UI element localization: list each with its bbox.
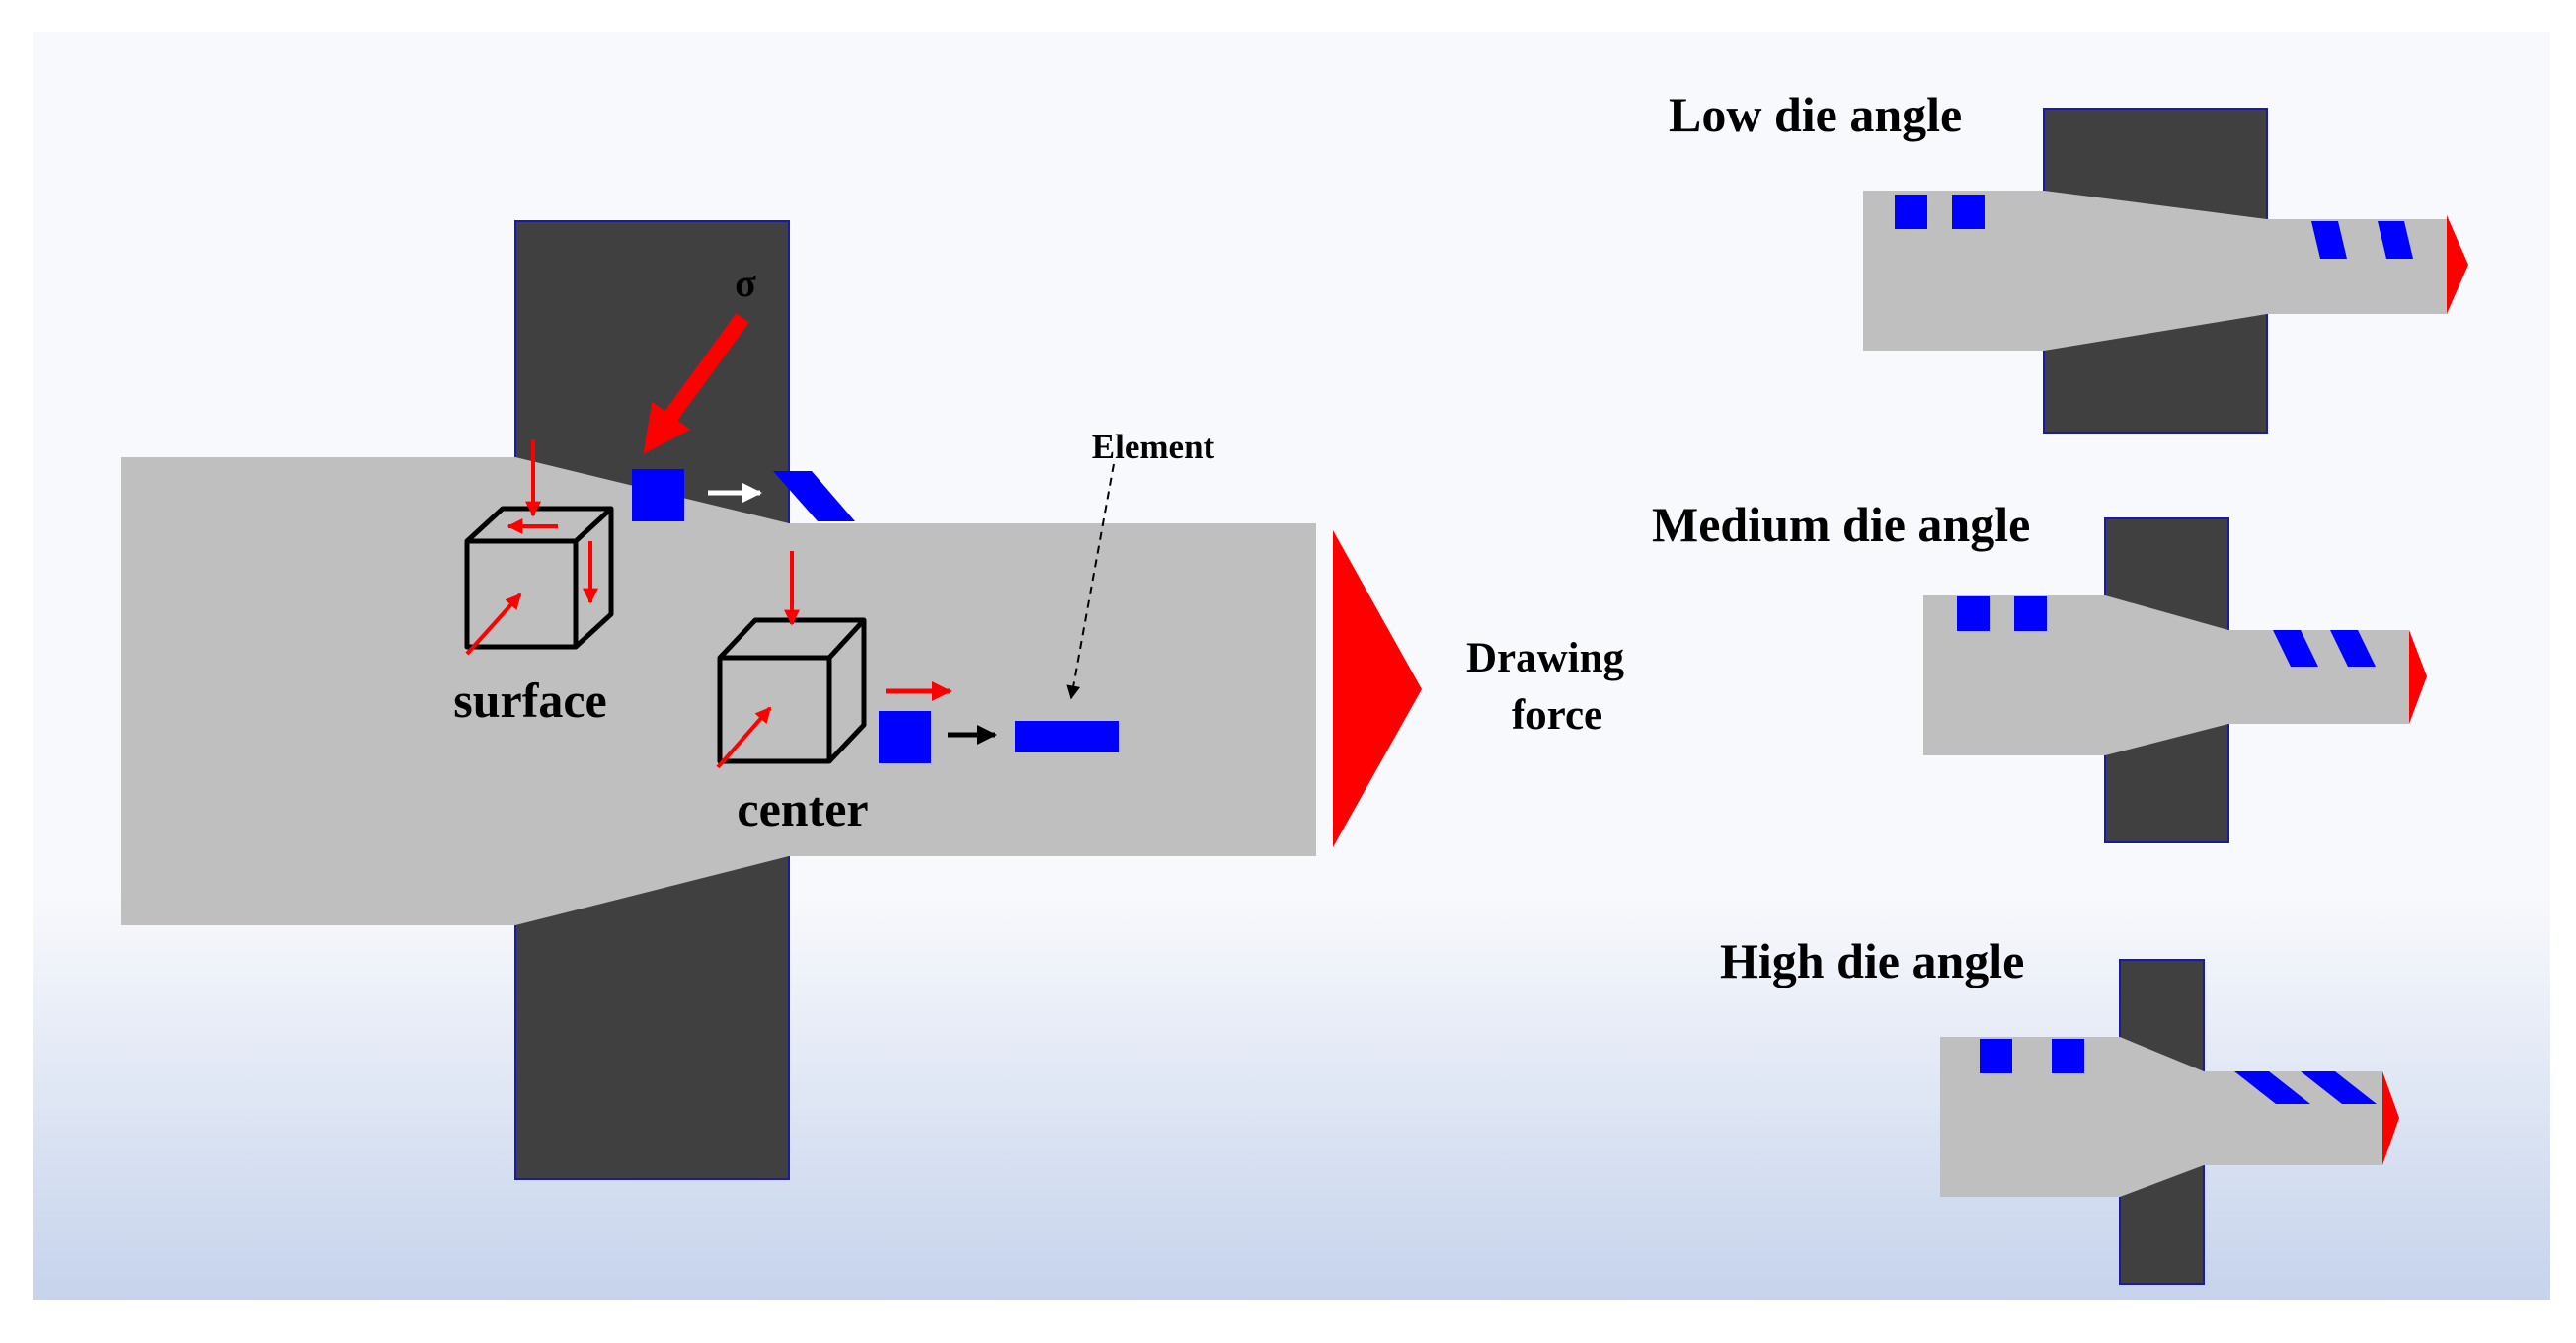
medium-drawing-force-arrow	[2409, 630, 2427, 724]
element-pointer-arrow	[1066, 463, 1115, 700]
high-element-1	[1980, 1039, 2012, 1073]
drawing-force-label-line1: Drawing	[1466, 635, 1625, 681]
drawing-force-arrow	[1333, 530, 1422, 847]
high-element-sheared-1	[2234, 1071, 2310, 1104]
center-cube	[717, 617, 867, 764]
high-die-angle-diagram: High die angle	[1720, 933, 2399, 1285]
medium-element-1	[1957, 596, 1990, 631]
element-label: Element	[1092, 428, 1215, 466]
low-workpiece	[1863, 191, 2447, 351]
main-die-assembly: σ Element surface center Drawing force	[121, 220, 1625, 1180]
sigma-label: σ	[735, 261, 756, 305]
high-element-2	[2052, 1039, 2084, 1073]
medium-element-2	[2014, 596, 2047, 631]
low-element-sheared-2	[2378, 221, 2413, 259]
high-die-angle-title: High die angle	[1720, 933, 2024, 988]
high-element-sheared-2	[2301, 1071, 2377, 1104]
surface-element-square	[632, 469, 684, 521]
surface-cube	[464, 506, 614, 650]
center-element-square	[879, 711, 931, 763]
low-drawing-force-arrow	[2447, 215, 2468, 314]
drawing-force-label-line2: force	[1512, 692, 1602, 739]
center-element-elongated	[1015, 721, 1119, 752]
sigma-stress-arrow	[643, 313, 749, 454]
medium-element-sheared-1	[2273, 630, 2318, 667]
low-die-angle-diagram: Low die angle	[1669, 87, 2468, 434]
low-element-sheared-1	[2311, 221, 2347, 259]
low-element-1	[1895, 195, 1927, 229]
surface-element-sheared	[773, 471, 855, 521]
medium-element-sheared-2	[2330, 630, 2376, 667]
low-element-2	[1952, 195, 1985, 229]
low-die-angle-title: Low die angle	[1669, 87, 1962, 142]
surface-cube-diag-arrow	[465, 592, 522, 656]
medium-die-angle-diagram: Medium die angle	[1652, 497, 2427, 843]
high-drawing-force-arrow	[2382, 1071, 2399, 1165]
center-cube-diag-arrow	[716, 706, 772, 769]
medium-die-angle-title: Medium die angle	[1652, 497, 2030, 552]
surface-label: surface	[453, 672, 607, 728]
center-label: center	[737, 781, 868, 836]
